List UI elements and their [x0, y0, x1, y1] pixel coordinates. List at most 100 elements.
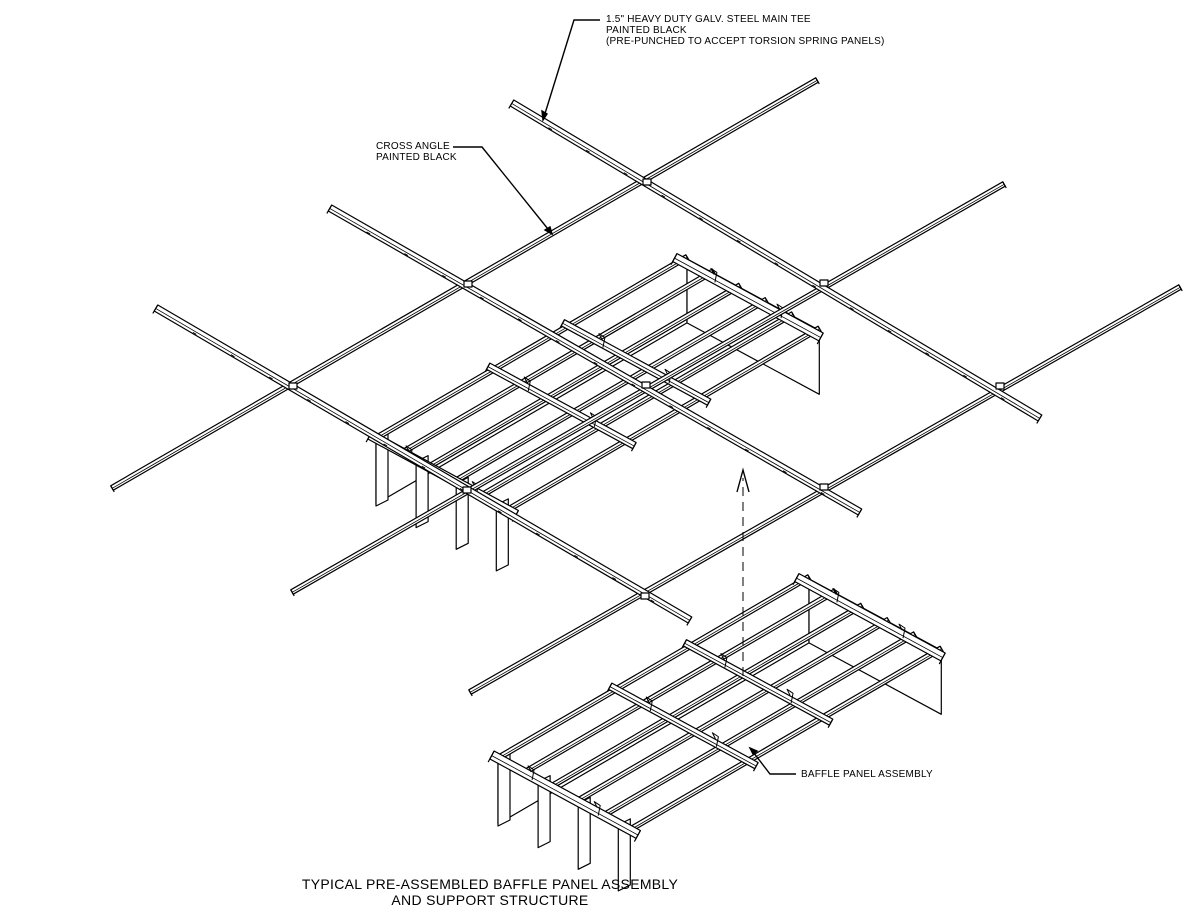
cross-angle-3-end-a	[468, 689, 473, 697]
installed-panel-strap-flange-edge	[562, 322, 710, 403]
lift-direction-arrowhead	[736, 467, 750, 493]
installed-panel-strap-end-b	[630, 442, 637, 452]
baffle-panel-strap-flange-edge	[684, 642, 832, 723]
main-tee-3-punch	[650, 599, 655, 603]
main-tee-3-end-b	[686, 616, 693, 626]
main-tee-3-punch	[535, 532, 540, 536]
baffle-panel-rail-flange-edge	[630, 648, 942, 831]
installed-panel-rail-flange-edge	[508, 328, 820, 511]
baffle-panel-torsion-spring	[720, 653, 728, 668]
installed-panel-rail-flange-edge	[428, 285, 741, 468]
baffle-panel-strap-end-b	[827, 718, 834, 728]
installed-panel-blade	[495, 498, 509, 572]
baffle-panel-torsion-spring	[786, 688, 794, 704]
main-tee-callout: 1.5" HEAVY DUTY GALV. STEEL MAIN TEE PAI…	[606, 14, 885, 47]
main-tee-3-punch	[230, 354, 235, 358]
cross-angle-1-end-b	[815, 77, 820, 85]
installed-panel-strap-end-a	[484, 362, 491, 373]
baffle-assembly-callout: BAFFLE PANEL ASSEMBLY	[801, 769, 933, 780]
cross-angle-arrowhead	[543, 225, 554, 236]
main-tee-note: (PRE-PUNCHED TO ACCEPT TORSION SPRING PA…	[606, 36, 885, 47]
baffle-panel-rail-flange-edge	[577, 619, 889, 802]
main-tee-2-punch	[404, 253, 409, 256]
baffle-assembly-arrowhead	[748, 746, 759, 756]
main-tee-2-punch	[366, 231, 371, 235]
installed-panel-strap-flange-edge	[487, 366, 635, 447]
main-tee-1-end-a	[508, 99, 515, 109]
baffle-panel	[487, 572, 946, 892]
main-tee-2-punch	[479, 296, 484, 300]
baffle-panel-rail-flange-edge	[603, 634, 916, 816]
main-tee-3-punch	[345, 421, 350, 424]
main-tee-3-punch	[612, 577, 617, 580]
baffle-panel-strap	[681, 639, 834, 728]
main-tee-arrowhead	[541, 109, 548, 122]
installed-panel-rail-flange-edge	[481, 314, 794, 496]
main-tee-finish: PAINTED BLACK	[606, 25, 687, 36]
baffle-panel-strap-end-a	[681, 639, 688, 649]
main-tee-1-punch	[849, 307, 854, 311]
installed-panel-rail-flange-edge	[455, 299, 767, 482]
main-tee-3-punch	[421, 465, 426, 469]
main-tee-2-punch	[707, 426, 712, 430]
grid-junction	[819, 483, 829, 491]
baffle-panel-strap-flange-edge	[796, 577, 943, 658]
grid-junction	[288, 382, 298, 390]
main-tee-2-punch	[593, 361, 598, 365]
baffle-panel-torsion-spring	[711, 732, 719, 747]
main-tee-label: 1.5" HEAVY DUTY GALV. STEEL MAIN TEE	[606, 14, 811, 25]
baffle-panel-strap-end-a	[792, 573, 800, 585]
main-tee-1-punch	[661, 194, 666, 198]
baffle-panel-strap-end-b	[633, 830, 641, 842]
installed-panel-torsion-spring	[598, 333, 606, 348]
main-tee-2-punch	[517, 318, 522, 322]
main-tee-3-end-a	[152, 304, 159, 314]
main-tee-2-end-a	[326, 204, 333, 214]
main-tee-1-punch	[812, 284, 817, 288]
main-tee-1-end-b	[1036, 414, 1043, 424]
installed-panel-blade	[415, 455, 429, 529]
cross-angle-callout: CROSS ANGLE PAINTED BLACK	[376, 141, 457, 163]
installed-panel-torsion-spring	[589, 412, 597, 427]
baffle-panel-strap	[792, 572, 946, 665]
baffle-panel-strap-flange-edge	[609, 686, 757, 767]
installed-panel-rail-flange-edge	[375, 256, 688, 439]
main-tee-3-punch	[497, 510, 502, 514]
main-tee-1-punch	[623, 172, 628, 176]
cross-angle-leader	[453, 146, 553, 235]
baffle-assembly-leader	[749, 747, 796, 775]
baffle-panel-strap-end-b	[938, 652, 946, 665]
cross-angle-2-end-a	[290, 589, 295, 597]
main-tee-2-punch	[631, 383, 636, 387]
installed-panel-torsion-spring	[710, 267, 718, 283]
grid-junction	[462, 486, 472, 494]
main-tee-1-punch	[548, 127, 553, 131]
baffle-panel-strap-flange-edge	[491, 755, 639, 836]
baffle-panel-rail-flange-edge	[497, 576, 810, 759]
cross-angle-label: CROSS ANGLE	[376, 141, 450, 152]
main-tee-1-punch	[1000, 397, 1005, 401]
main-tee-2-punch	[820, 492, 825, 495]
cross-angle-1-end-a	[110, 485, 115, 493]
main-tee-1-punch	[736, 239, 741, 243]
baffle-panel-torsion-spring	[593, 801, 601, 816]
installed-panel-rail	[400, 268, 717, 457]
main-tee-3-flange-edge	[155, 308, 690, 621]
baffle-panel-blade	[577, 796, 591, 870]
baffle-panel-strap-end-b	[752, 762, 759, 772]
support-grid	[110, 77, 1183, 697]
main-tee-1-punch	[887, 329, 892, 333]
main-tee-2-flange-edge	[329, 208, 860, 513]
main-tee-1-punch	[699, 217, 703, 221]
baffle-panel-torsion-spring	[898, 623, 906, 639]
caption-line-1: TYPICAL PRE-ASSEMBLED BAFFLE PANEL ASSEM…	[301, 876, 679, 892]
baffle-panel-torsion-spring	[645, 696, 653, 712]
installed-panel-torsion-spring	[523, 376, 531, 392]
cross-angle-3-end-b	[1178, 284, 1183, 292]
main-tee-3-punch	[574, 554, 579, 558]
grid-junction	[463, 280, 473, 288]
main-tee-3-punch	[268, 376, 273, 380]
baffle-panel-blade	[537, 774, 551, 849]
baffle-panel-strap	[606, 682, 759, 772]
main-tee-3-punch	[192, 332, 197, 335]
